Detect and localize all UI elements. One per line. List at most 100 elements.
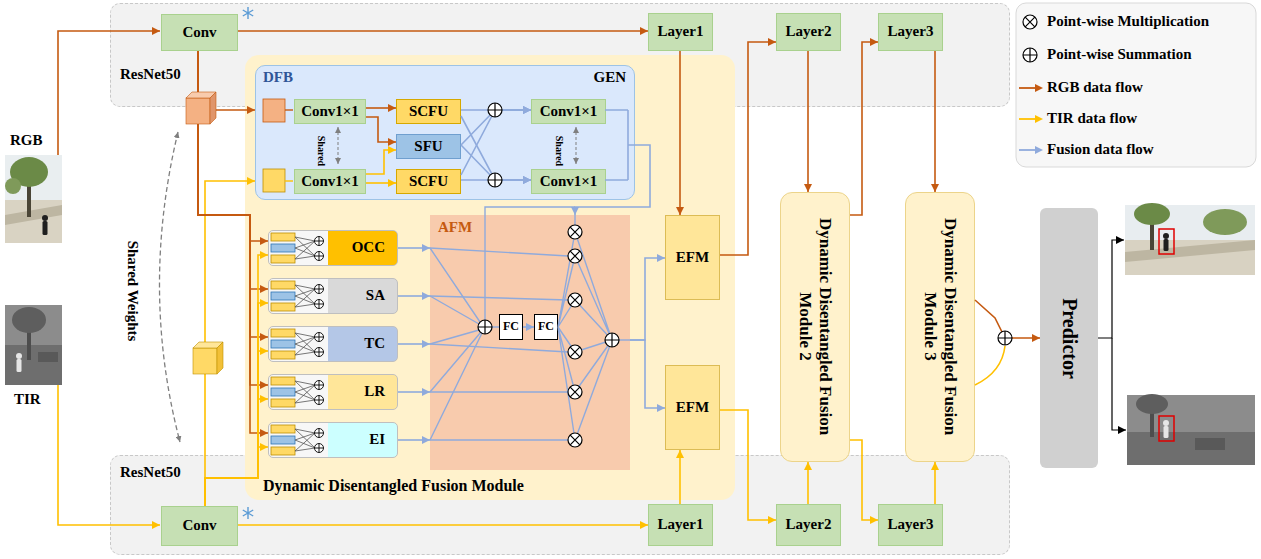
box-label: EI: [369, 431, 385, 448]
rgb-feature-cube: [186, 98, 210, 124]
scfu-block: SCFU: [396, 99, 461, 124]
summation-symbol: [998, 331, 1012, 345]
efm-block: EFM: [665, 365, 720, 450]
fusion-flow-arrow: [523, 326, 534, 328]
afm-wiring: [619, 339, 630, 340]
shared-label: Shared: [315, 136, 327, 166]
conv-block: Conv1×1: [531, 99, 606, 124]
tir-flow-arrow: [934, 462, 936, 504]
rgb-image: [5, 200, 62, 243]
summation-symbol: [605, 333, 619, 347]
text-holder: Dynamic Disentangled Fusion Module 2: [695, 307, 935, 346]
conv-block: Conv: [161, 14, 238, 51]
tir-flow-arrow: [807, 462, 809, 504]
text-holder: Conv1×1: [301, 103, 359, 120]
rgb-flow-arrow: [807, 51, 809, 192]
text-holder: Layer3: [888, 516, 934, 533]
rgb-feature-cube: [210, 92, 216, 124]
text-holder: EI: [369, 431, 385, 448]
legend-sample: [1019, 87, 1036, 89]
tir-output-image: [1164, 426, 1169, 438]
legend-sample: [1019, 149, 1036, 151]
tir-feature-cube: [217, 342, 223, 374]
tir-image: [16, 353, 22, 359]
multiplication-symbol: [568, 225, 582, 239]
legend-sample: [1035, 146, 1043, 154]
conv-block: Conv: [161, 506, 238, 546]
fusion-flow-arrow: [398, 295, 430, 297]
multiplication-symbol: [568, 249, 582, 263]
conv-block: Layer1: [648, 13, 713, 51]
fusion-flow-arrow: [398, 439, 430, 441]
legend-sample: [1018, 11, 1044, 33]
conv-block: Conv1×1: [294, 169, 366, 194]
text-holder: Layer1: [658, 516, 704, 533]
dfb-block: Conv1×1Conv1×1SCFUSFUSCFUConv1×1Conv1×1D…: [255, 65, 635, 200]
box-label: SA: [366, 287, 385, 304]
rgb-image: [5, 178, 21, 194]
legend-label: TIR data flow: [1047, 110, 1137, 127]
legend-sample: [1023, 15, 1037, 29]
box-label: GEN: [593, 69, 626, 86]
multiplication-symbol: [568, 345, 582, 359]
conv-block: Layer1: [648, 504, 713, 546]
rgb-output-image: [1163, 233, 1169, 239]
rgb-feature-cube: [186, 92, 216, 124]
box-label: SFU: [414, 138, 442, 155]
box-label: Dynamic Disentangled Fusion Module 2: [795, 207, 834, 447]
tir-output-image: [1136, 394, 1168, 414]
conv-block: Layer3: [878, 13, 943, 51]
fusion-flow-arrow: [398, 343, 430, 345]
box-label: SCFU: [409, 103, 448, 120]
box-label: LR: [364, 383, 385, 400]
rgb-image: [5, 155, 62, 243]
box-label: EFM: [676, 399, 709, 416]
fusion-flow-arrow: [398, 391, 430, 393]
text-holder: ResNet50: [120, 66, 181, 83]
text-holder: GEN: [593, 69, 626, 86]
conv-block: Layer2: [776, 13, 841, 51]
afm-wiring: [492, 326, 499, 327]
tir-feature-cube: [193, 348, 217, 374]
tir-image: [17, 359, 22, 372]
tir-image: [38, 352, 58, 362]
text-holder: OCC: [352, 239, 385, 256]
box-label: EFM: [676, 249, 709, 266]
rgb-output-image: [1164, 239, 1169, 251]
text-holder: Conv: [182, 24, 216, 41]
box-label: ResNet50: [120, 464, 181, 481]
box-label: Layer3: [888, 516, 934, 533]
input-label: RGB: [10, 132, 43, 149]
box-label: Predictor: [1058, 223, 1081, 453]
fc-layer: FC: [499, 314, 523, 340]
rgb-flow-arrow: [238, 30, 648, 32]
efm-block: EFM: [665, 215, 720, 300]
rgb-output-image: [1125, 203, 1255, 275]
rgb-output-image: [1125, 240, 1255, 275]
legend-label: Point-wise Multiplication: [1047, 13, 1209, 30]
text-holder: Predictor: [954, 327, 1184, 350]
dfb-inputs: [285, 109, 293, 110]
box-label: Layer1: [658, 23, 704, 40]
fusion-module-box: Dynamic Disentangled Fusion Module 2: [780, 192, 850, 462]
box-label: Layer1: [658, 516, 704, 533]
text-holder: ResNet50: [120, 464, 181, 481]
box-label: Conv1×1: [540, 103, 598, 120]
rgb-flow-arrow: [366, 107, 396, 109]
legend-sample: [1018, 108, 1044, 130]
shared-weights-label: Shared Weights: [123, 241, 140, 342]
output-line: [1112, 338, 1126, 430]
tir-feature-cube: [193, 342, 223, 374]
tir-image: [12, 307, 46, 333]
text-holder: EFM: [676, 249, 709, 266]
box-label: Conv: [182, 517, 216, 534]
text-holder: FC: [503, 320, 519, 334]
box-label: ResNet50: [120, 66, 181, 83]
rgb-flow-arrow: [934, 51, 936, 192]
conv-block: Layer2: [776, 504, 841, 546]
rgb-output-image: [1125, 240, 1255, 262]
legend-box: [1016, 3, 1256, 167]
shared-weights-arrow: [159, 132, 180, 442]
rgb-output-image: [1203, 209, 1247, 235]
box-label: DFB: [263, 69, 293, 86]
